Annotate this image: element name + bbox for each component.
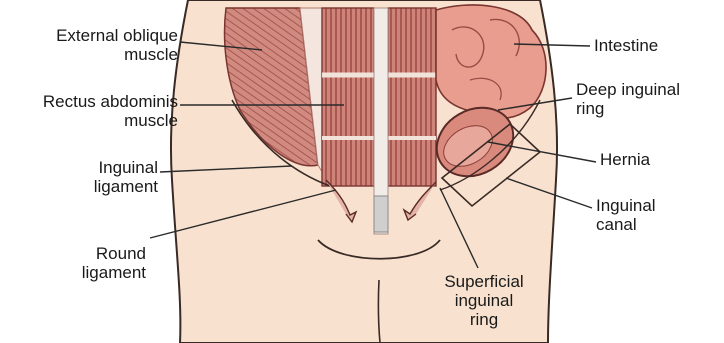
label-deep-inguinal-ring: Deep inguinal ring: [576, 80, 680, 118]
label-intestine: Intestine: [594, 36, 658, 55]
rectus-abdominis-left: [322, 8, 374, 186]
label-rectus-abdominis: Rectus abdominis muscle: [6, 92, 178, 130]
label-superficial-inguinal-ring: Superficial inguinal ring: [430, 272, 538, 329]
label-inguinal-canal: Inguinal canal: [596, 196, 656, 234]
label-round-ligament: Round ligament: [6, 244, 146, 282]
rectus-abdominis-right: [388, 8, 436, 186]
label-external-oblique: External oblique muscle: [6, 26, 178, 64]
label-inguinal-ligament: Inguinal ligament: [6, 158, 158, 196]
label-hernia: Hernia: [600, 150, 650, 169]
